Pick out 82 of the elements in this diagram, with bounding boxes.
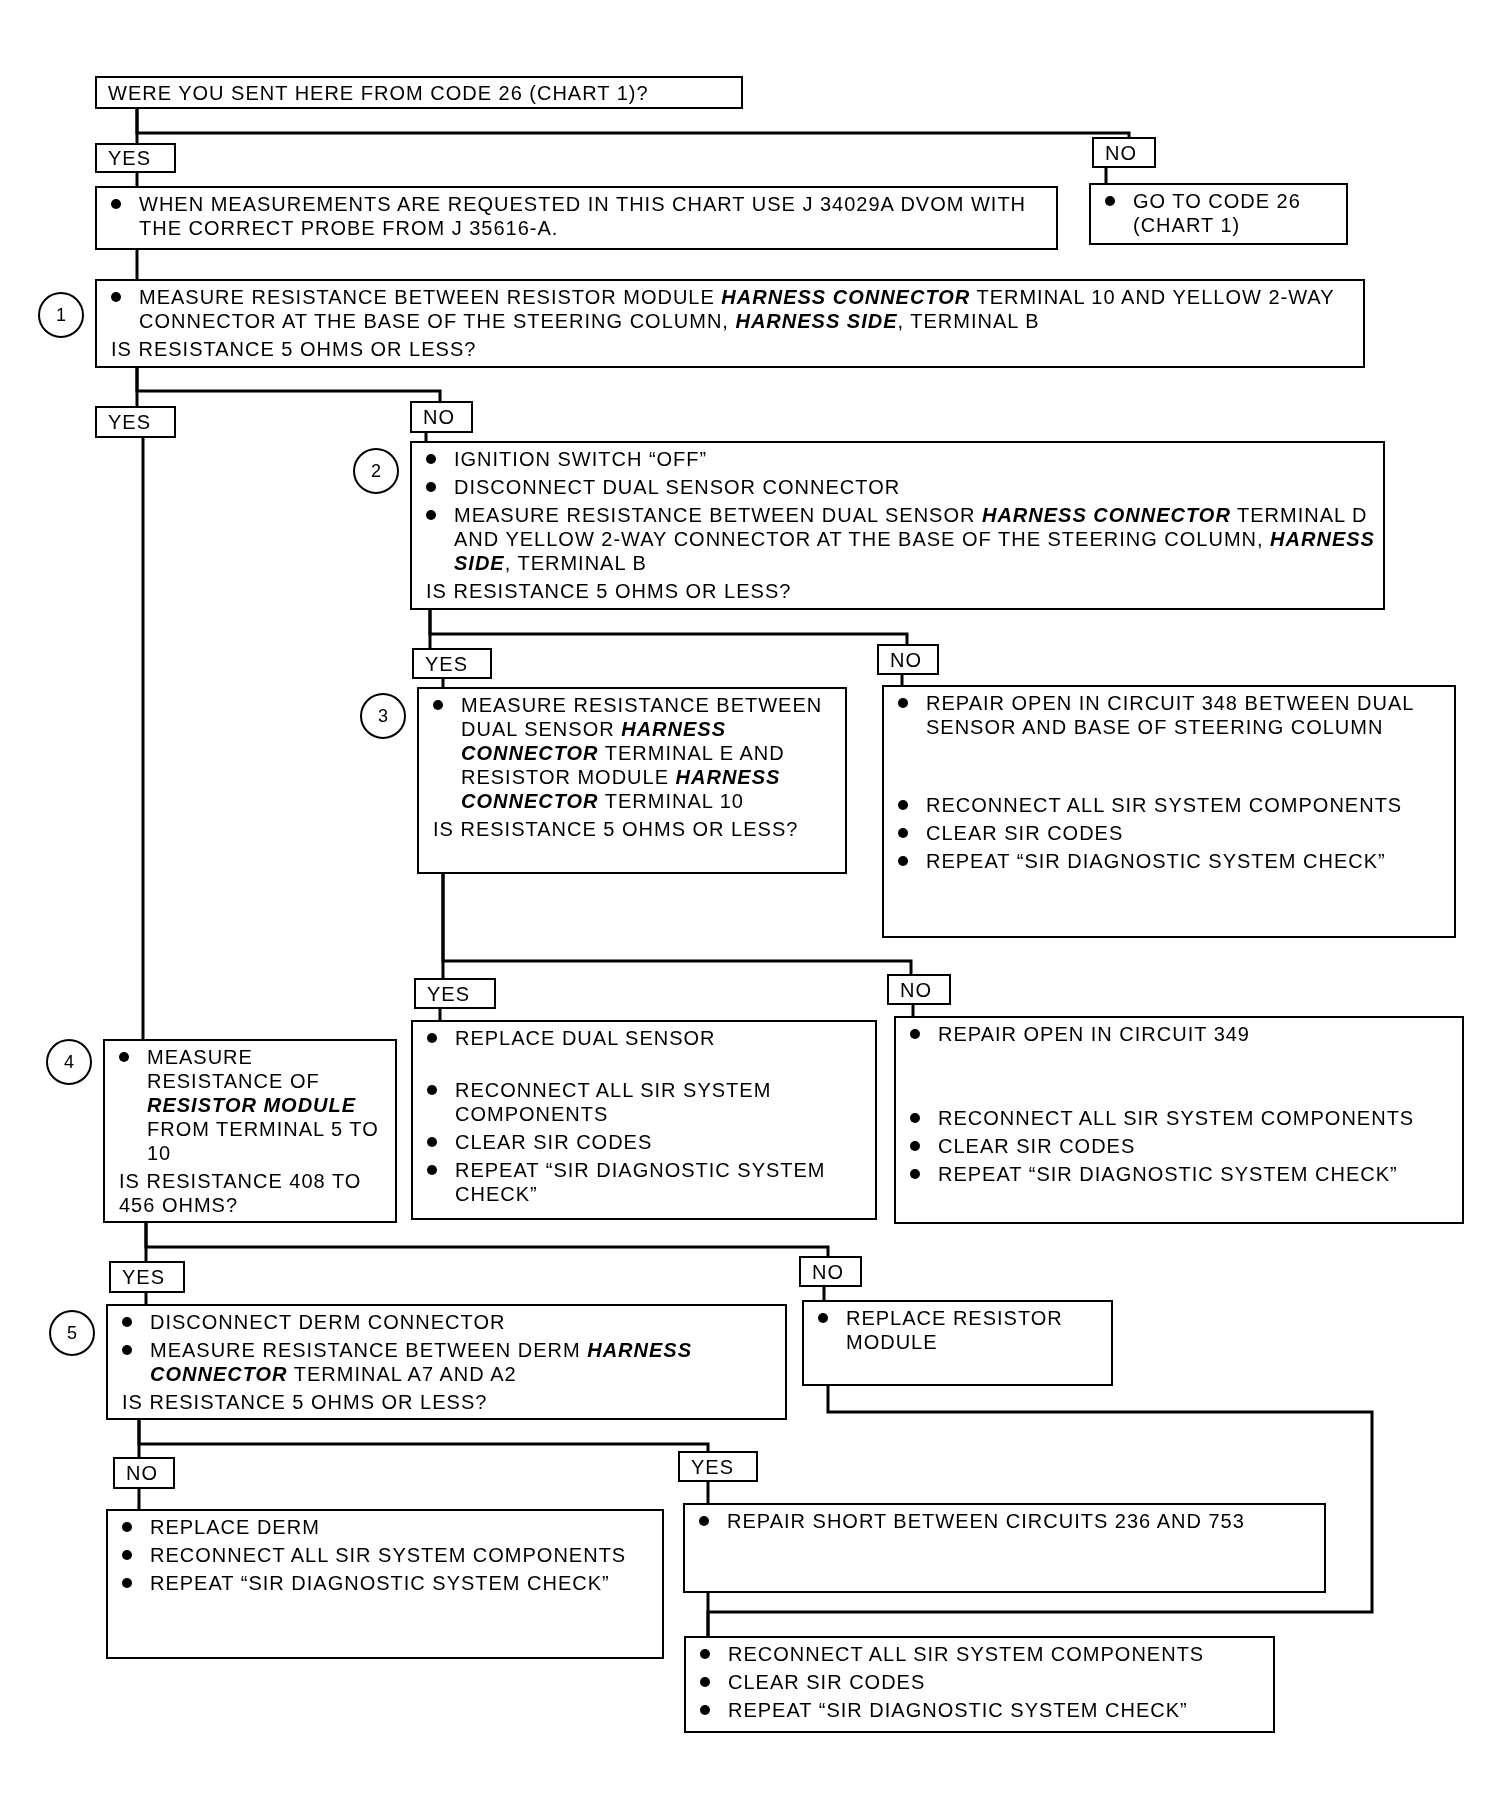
connector-line [137, 1489, 141, 1509]
connector-line [1104, 168, 1108, 183]
instruction-text: REPEAT “SIR DIAGNOSTIC SYSTEM CHECK” [938, 1162, 1398, 1186]
connector-line [900, 675, 904, 685]
connector-line [441, 874, 913, 974]
connector-line [428, 610, 909, 644]
connector-line [141, 438, 145, 1039]
instruction-text: RECONNECT ALL SIR SYSTEM COMPONENTS [938, 1106, 1415, 1130]
question-text: IS RESISTANCE 5 OHMS OR LESS? [111, 338, 477, 360]
connector-line [911, 1005, 915, 1016]
instruction-text: RECONNECT ALL SIR SYSTEM COMPONENTS [728, 1642, 1205, 1666]
connector-line [706, 1386, 1374, 1636]
instruction-text: RECONNECT ALL SIR SYSTEM COMPONENTS [455, 1078, 773, 1126]
action-box [882, 685, 1456, 938]
action-box [684, 1636, 1275, 1733]
connector-line [135, 109, 1131, 139]
instruction-text: REPEAT “SIR DIAGNOSTIC SYSTEM CHECK” [150, 1571, 610, 1595]
connector-line [135, 368, 442, 401]
answer-tag: NO [113, 1457, 175, 1489]
instruction-text: REPEAT “SIR DIAGNOSTIC SYSTEM CHECK” [728, 1698, 1188, 1722]
test-step-box [106, 1304, 787, 1420]
answer-tag: YES [95, 406, 176, 438]
instruction-text: MEASURE RESISTANCE BETWEEN DUAL SENSOR HARNESS CONNECTOR TERMINAL E AND RESISTOR MODULE HARNESS CONNECTOR TERMINAL 10 [461, 693, 824, 813]
answer-tag: NO [410, 401, 473, 433]
connector-line [706, 1482, 710, 1503]
question-text: IS RESISTANCE 408 TO 456 OHMS? [119, 1170, 362, 1216]
instruction-text: GO TO CODE 26 (CHART 1) [1133, 189, 1302, 237]
answer-tag: YES [678, 1451, 758, 1482]
answer-tag: NO [877, 644, 939, 675]
instruction-text: IGNITION SWITCH “OFF” [454, 447, 708, 471]
answer-tag: YES [412, 648, 492, 679]
instruction-text: REPAIR OPEN IN CIRCUIT 348 BETWEEN DUAL SENSOR AND BASE OF STEERING COLUMN [926, 691, 1415, 739]
connector-line [135, 250, 139, 279]
test-step-box [103, 1039, 397, 1223]
answer-tag: NO [799, 1256, 862, 1287]
test-step-box [95, 279, 1365, 368]
action-box [802, 1300, 1113, 1386]
instruction-text: DISCONNECT DERM CONNECTOR [150, 1310, 506, 1334]
test-step-box [410, 441, 1385, 610]
connector-line [441, 679, 445, 687]
action-box [411, 1020, 877, 1220]
instruction-text: REPAIR SHORT BETWEEN CIRCUITS 236 AND 753 [727, 1509, 1245, 1533]
action-box [683, 1503, 1326, 1593]
instruction-text: REPLACE DERM [150, 1515, 320, 1539]
answer-tag: YES [414, 978, 496, 1009]
connector-line [822, 1287, 826, 1300]
instruction-text: REPLACE DUAL SENSOR [455, 1026, 716, 1050]
answer-tag: YES [95, 143, 176, 173]
question-box: WERE YOU SENT HERE FROM CODE 26 (CHART 1)? [95, 76, 743, 109]
instruction-text: CLEAR SIR CODES [926, 821, 1124, 845]
instruction-text: MEASURE RESISTANCE BETWEEN DUAL SENSOR HARNESS CONNECTOR TERMINAL D AND YELLOW 2-WAY CONNECTOR AT THE BASE OF THE STEERING COLUMN, HARNESS SIDE, TERMINAL B [454, 503, 1375, 575]
connector-line [144, 1223, 830, 1256]
answer-tag: YES [109, 1261, 185, 1293]
action-box [1089, 183, 1348, 245]
question-text: IS RESISTANCE 5 OHMS OR LESS? [122, 1391, 488, 1413]
connector-line [137, 1420, 710, 1451]
action-box [106, 1509, 664, 1659]
instruction-text: MEASURE RESISTANCE BETWEEN DERM HARNESS CONNECTOR TERMINAL A7 AND A2 [150, 1338, 694, 1386]
instruction-text: REPLACE RESISTOR MODULE [846, 1306, 1064, 1354]
instruction-text: RECONNECT ALL SIR SYSTEM COMPONENTS [150, 1543, 627, 1567]
instruction-text: CLEAR SIR CODES [455, 1130, 653, 1154]
action-box [894, 1016, 1464, 1224]
instruction-text: REPAIR OPEN IN CIRCUIT 349 [938, 1022, 1250, 1046]
action-box [95, 186, 1058, 250]
instruction-text: MEASURE RESISTANCE BETWEEN RESISTOR MODULE HARNESS CONNECTOR TERMINAL 10 AND YELLOW 2-WAY CONNECTOR AT THE BASE OF THE STEERING COLUMN, HARNESS SIDE, TERMINAL B [139, 285, 1336, 333]
instruction-text: DISCONNECT DUAL SENSOR CONNECTOR [454, 475, 901, 499]
answer-tag: NO [1092, 137, 1156, 168]
question-text: IS RESISTANCE 5 OHMS OR LESS? [433, 818, 799, 840]
instruction-text: RECONNECT ALL SIR SYSTEM COMPONENTS [926, 793, 1403, 817]
connector-line [144, 1293, 148, 1304]
instruction-text: MEASURE RESISTANCE OF RESISTOR MODULE FROM TERMINAL 5 TO 10 [147, 1045, 380, 1165]
instruction-text: CLEAR SIR CODES [938, 1134, 1136, 1158]
instruction-text: REPEAT “SIR DIAGNOSTIC SYSTEM CHECK” [455, 1158, 827, 1206]
instruction-text: CLEAR SIR CODES [728, 1670, 926, 1694]
question-text: IS RESISTANCE 5 OHMS OR LESS? [426, 580, 792, 602]
test-step-box [417, 687, 847, 874]
instruction-text: REPEAT “SIR DIAGNOSTIC SYSTEM CHECK” [926, 849, 1386, 873]
connector-line [135, 173, 139, 186]
connector-line [438, 1009, 442, 1020]
instruction-text: WHEN MEASUREMENTS ARE REQUESTED IN THIS CHART USE J 34029A DVOM WITH THE CORRECT PROBE FROM J 35616-A. [139, 192, 1028, 240]
connector-line [424, 433, 428, 441]
answer-tag: NO [887, 974, 951, 1005]
